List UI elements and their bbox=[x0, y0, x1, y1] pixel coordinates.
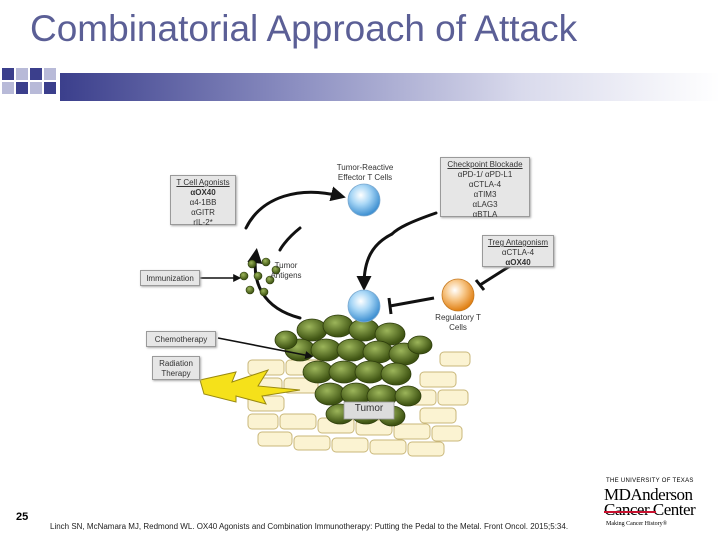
checkpoint-blockade-box: Checkpoint Blockade αPD-1/ αPD-L1 αCTLA-… bbox=[440, 157, 530, 219]
agent-ox40: αOX40 bbox=[190, 188, 216, 197]
agent-il2: rIL-2* bbox=[193, 218, 213, 227]
chemotherapy-box: Chemotherapy bbox=[146, 331, 216, 347]
citation: Linch SN, McNamara MJ, Redmond WL. OX40 … bbox=[50, 522, 569, 531]
immunization-box: Immunization bbox=[140, 270, 200, 286]
tumor-tissue bbox=[247, 314, 471, 457]
t-cell-agonists-heading: T Cell Agonists bbox=[176, 178, 230, 187]
md-anderson-logo: THE UNIVERSITY OF TEXAS MDAnderson Cance… bbox=[604, 478, 716, 534]
agent-pd1-pdl1: αPD-1/ αPD-L1 bbox=[457, 170, 513, 179]
agent-btla: αBTLA bbox=[472, 210, 498, 219]
effector-t-cell-tumor bbox=[347, 289, 381, 323]
treg-antagonism-heading: Treg Antagonism bbox=[487, 238, 549, 247]
therapy-arrows bbox=[198, 274, 314, 360]
page-number: 25 bbox=[16, 511, 29, 523]
agent-gitr: αGITR bbox=[191, 208, 215, 217]
inhibition-lines bbox=[387, 264, 511, 315]
agent-tim3: αTIM3 bbox=[473, 190, 497, 199]
logo-university: THE UNIVERSITY OF TEXAS bbox=[606, 478, 694, 484]
agent-treg-ox40: αOX40 bbox=[505, 258, 531, 267]
agent-lag3: αLAG3 bbox=[472, 200, 498, 209]
tumor-antigens-cluster bbox=[239, 257, 281, 297]
checkpoint-blockade-heading: Checkpoint Blockade bbox=[447, 160, 523, 169]
radiation-bolt bbox=[199, 369, 301, 405]
logo-cancer-center: Cancer Center bbox=[604, 500, 696, 519]
slide-title: Combinatorial Approach of Attack bbox=[30, 8, 578, 49]
tumor-antigens-label: Tumor Antigens bbox=[270, 261, 302, 280]
logo-mdanderson: MDAnderson bbox=[604, 485, 693, 504]
effector-t-cell bbox=[347, 183, 381, 217]
radiation-therapy-box: Radiation Therapy bbox=[152, 356, 200, 380]
cycle-arrows bbox=[244, 186, 438, 320]
regulatory-t-cell bbox=[441, 278, 475, 312]
agent-treg-ctla4: αCTLA-4 bbox=[501, 248, 535, 257]
tumor-label: Tumor bbox=[354, 403, 384, 414]
regulatory-t-cells-label: Regulatory T Cells bbox=[435, 313, 481, 332]
logo-tagline: Making Cancer History® bbox=[606, 521, 668, 527]
t-cell-agonists-box: T Cell Agonists αOX40 α4-1BB αGITR rIL-2… bbox=[170, 175, 236, 227]
agent-4-1bb: α4-1BB bbox=[189, 198, 217, 207]
treg-antagonism-box: Treg Antagonism αCTLA-4 αOX40 bbox=[482, 235, 554, 267]
effector-t-cells-label: Tumor-Reactive Effector T Cells bbox=[336, 163, 394, 182]
title-decoration-band bbox=[0, 62, 720, 102]
logo-strike-line bbox=[604, 511, 656, 513]
title-gradient-bar bbox=[60, 73, 720, 101]
agent-ctla4: αCTLA-4 bbox=[468, 180, 502, 189]
